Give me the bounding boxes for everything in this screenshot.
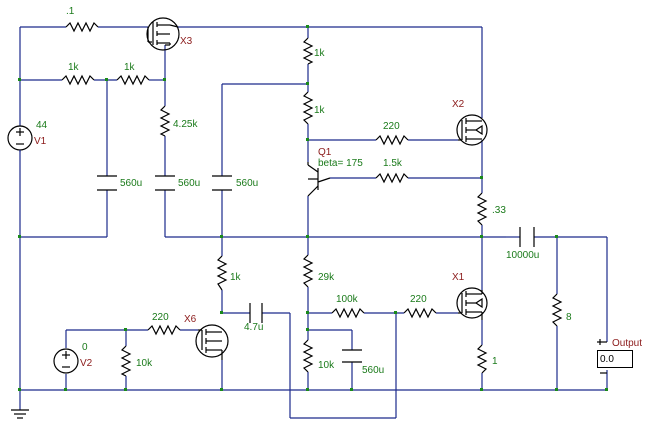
label-10000u: 10000u (506, 250, 539, 261)
label-560u-c: 560u (236, 178, 258, 189)
label-10k-a: 10k (136, 358, 153, 369)
resistor-1 (476, 344, 488, 374)
label-560u-a: 560u (120, 178, 142, 189)
resistor-220-a (375, 134, 409, 146)
label-220-b: 220 (410, 294, 427, 305)
label-560u-d: 560u (362, 365, 384, 376)
junction-nodes (18, 25, 608, 391)
resistor-29k (302, 254, 314, 288)
mosfet-x2 (456, 114, 488, 146)
label-1k-b: 1k (124, 62, 136, 73)
label-220-a: 220 (383, 121, 400, 132)
label-x1: X1 (452, 272, 465, 283)
ground-symbol (11, 409, 29, 419)
label-220-c: 220 (152, 312, 169, 323)
resistor-8 (551, 293, 563, 327)
label-1: 1 (492, 356, 498, 367)
resistor-10k-b (302, 339, 314, 373)
capacitor-560u-c (212, 175, 232, 191)
label-47u: 4.7u (244, 322, 263, 333)
resistors (61, 21, 563, 377)
label-15k: 1.5k (383, 158, 403, 169)
capacitor-47u (249, 303, 263, 323)
label-100k: 100k (336, 294, 359, 305)
label-r-top: .1 (66, 6, 75, 17)
resistor-220-b (403, 307, 437, 319)
label-x2: X2 (452, 99, 465, 110)
mosfet-x1 (456, 287, 488, 320)
capacitor-560u-b (155, 175, 175, 191)
label-1k-d: 1k (314, 105, 326, 116)
label-1k-e: 1k (230, 272, 242, 283)
label-033: .33 (492, 205, 506, 216)
voltage-source-v1 (7, 122, 33, 152)
resistor-033 (476, 192, 488, 226)
resistor-1k-b (116, 74, 150, 86)
label-425k: 4.25k (173, 119, 198, 130)
resistor-1k-c (302, 37, 314, 65)
capacitor-560u-a (97, 175, 117, 191)
label-8: 8 (566, 312, 572, 323)
resistor-1k-e (216, 255, 228, 291)
capacitor-560u-d (342, 349, 362, 363)
resistor-1k-a (61, 74, 95, 86)
label-v1-value: 44 (36, 120, 48, 131)
component-labels: .1 X3 1k 1k 1k 1k 4.25k 44 V1 X2 220 Q1 … (34, 6, 642, 376)
resistor-100k (331, 307, 365, 319)
label-1k-a: 1k (68, 62, 80, 73)
label-q1: Q1 (318, 147, 332, 158)
resistor-425k (159, 105, 171, 137)
output-probe (597, 339, 607, 374)
capacitors (97, 175, 535, 363)
label-beta: beta= 175 (318, 158, 363, 169)
resistor-220-c (147, 324, 181, 336)
label-x6: X6 (184, 314, 197, 325)
wires (19, 26, 608, 419)
capacitor-10000u (519, 227, 535, 247)
resistor-1k-d (302, 91, 314, 125)
resistor-r-top (65, 21, 99, 33)
resistor-10k-a (120, 345, 132, 377)
label-1k-c: 1k (314, 48, 326, 59)
voltage-source-v2 (53, 348, 79, 374)
label-x3: X3 (180, 36, 193, 47)
label-10k-b: 10k (318, 360, 335, 371)
output-value-display: 0.0 (597, 350, 633, 368)
mosfet-x3 (146, 17, 180, 51)
label-29k: 29k (318, 272, 335, 283)
transistor-q1 (307, 162, 331, 197)
label-v2: V2 (80, 358, 93, 369)
label-v1: V1 (34, 136, 47, 147)
mosfet-x6 (195, 324, 229, 360)
resistor-15k (375, 172, 409, 184)
label-output: Output (612, 338, 642, 349)
label-v2-value: 0 (82, 342, 88, 353)
label-560u-b: 560u (178, 178, 200, 189)
